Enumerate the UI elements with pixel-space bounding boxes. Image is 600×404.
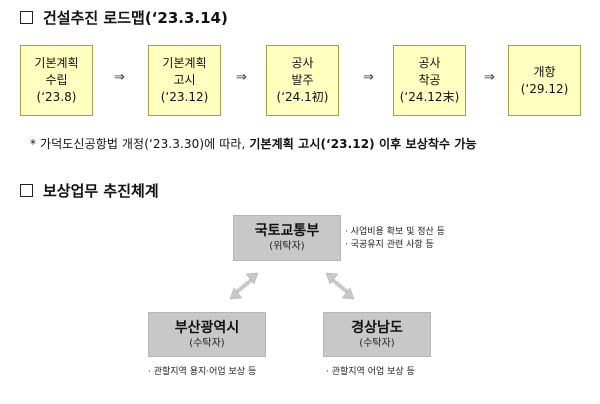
org-note-top-1: · 사업비용 확보 및 정산 등 — [345, 227, 445, 237]
step-line1: 기본계획 — [34, 56, 79, 70]
step-line1: 기본계획 — [162, 56, 207, 70]
double-arrow-left-icon — [229, 272, 259, 300]
org-note-left: · 관할지역 용지·어업 보상 등 — [148, 367, 257, 377]
step-date: (‘23.12) — [160, 90, 209, 104]
step-line2: 발주 — [291, 73, 314, 87]
roadmap-title-text: 건설추진 로드맵(‘23.3.14) — [43, 9, 228, 27]
step-line2: 착공 — [418, 73, 441, 87]
org-box-gyeongnam: 경상남도 (수탁자) — [323, 312, 431, 357]
roadmap-step-3: 공사 발주 (‘24.1初) — [266, 45, 339, 116]
step-date: (‘24.1初) — [276, 90, 329, 104]
org-box-busan: 부산광역시 (수탁자) — [148, 312, 266, 357]
step-line2: 수립 — [45, 73, 68, 87]
double-arrow-right-icon — [325, 272, 355, 300]
step-line2: 고시 — [173, 73, 196, 87]
roadmap-title: 건설추진 로드맵(‘23.3.14) — [20, 7, 228, 28]
org-name: 국토교통부 — [254, 223, 320, 239]
system-title: 보상업무 추진체계 — [20, 180, 159, 201]
roadmap-step-4: 공사 착공 (‘24.12末) — [393, 45, 466, 116]
step-line1: 개항 — [533, 64, 556, 79]
roadmap-step-1: 기본계획 수립 (‘23.8) — [20, 45, 93, 116]
step-line1: 공사 — [291, 56, 314, 70]
checkbox-square-icon — [20, 184, 33, 197]
roadmap-footnote: * 가덕도신공항법 개정(‘23.3.30)에 따라, 기본계획 고시(‘23.… — [30, 135, 477, 152]
roadmap-step-5: 개항 (‘29.12) — [508, 45, 581, 116]
org-name: 경상남도 — [351, 319, 403, 336]
step-date: (‘24.12末) — [399, 90, 460, 104]
step-date: (‘23.8) — [36, 90, 77, 104]
right-double-arrow-icon: ⇒ — [236, 70, 247, 85]
step-date: (‘29.12) — [520, 81, 569, 96]
org-note-right: · 관할지역 어업 보상 등 — [326, 367, 415, 377]
org-note-top-2: · 국공유지 관련 사항 등 — [345, 240, 434, 250]
org-box-molit: 국토교통부 (위탁자) — [233, 215, 341, 261]
checkbox-square-icon — [20, 11, 33, 24]
footnote-text: * 가덕도신공항법 개정(‘23.3.30)에 따라, — [30, 137, 250, 151]
right-double-arrow-icon: ⇒ — [363, 70, 374, 85]
org-role: (수탁자) — [359, 337, 395, 349]
right-double-arrow-icon: ⇒ — [114, 70, 125, 85]
org-name: 부산광역시 — [174, 319, 240, 336]
roadmap-step-2: 기본계획 고시 (‘23.12) — [148, 45, 221, 116]
step-line1: 공사 — [418, 56, 441, 70]
org-role: (수탁자) — [189, 337, 225, 349]
footnote-emphasis: 기본계획 고시(‘23.12) 이후 보상착수 가능 — [249, 137, 477, 151]
org-role: (위탁자) — [269, 241, 305, 252]
system-title-text: 보상업무 추진체계 — [43, 182, 159, 200]
right-double-arrow-icon: ⇒ — [484, 70, 495, 85]
